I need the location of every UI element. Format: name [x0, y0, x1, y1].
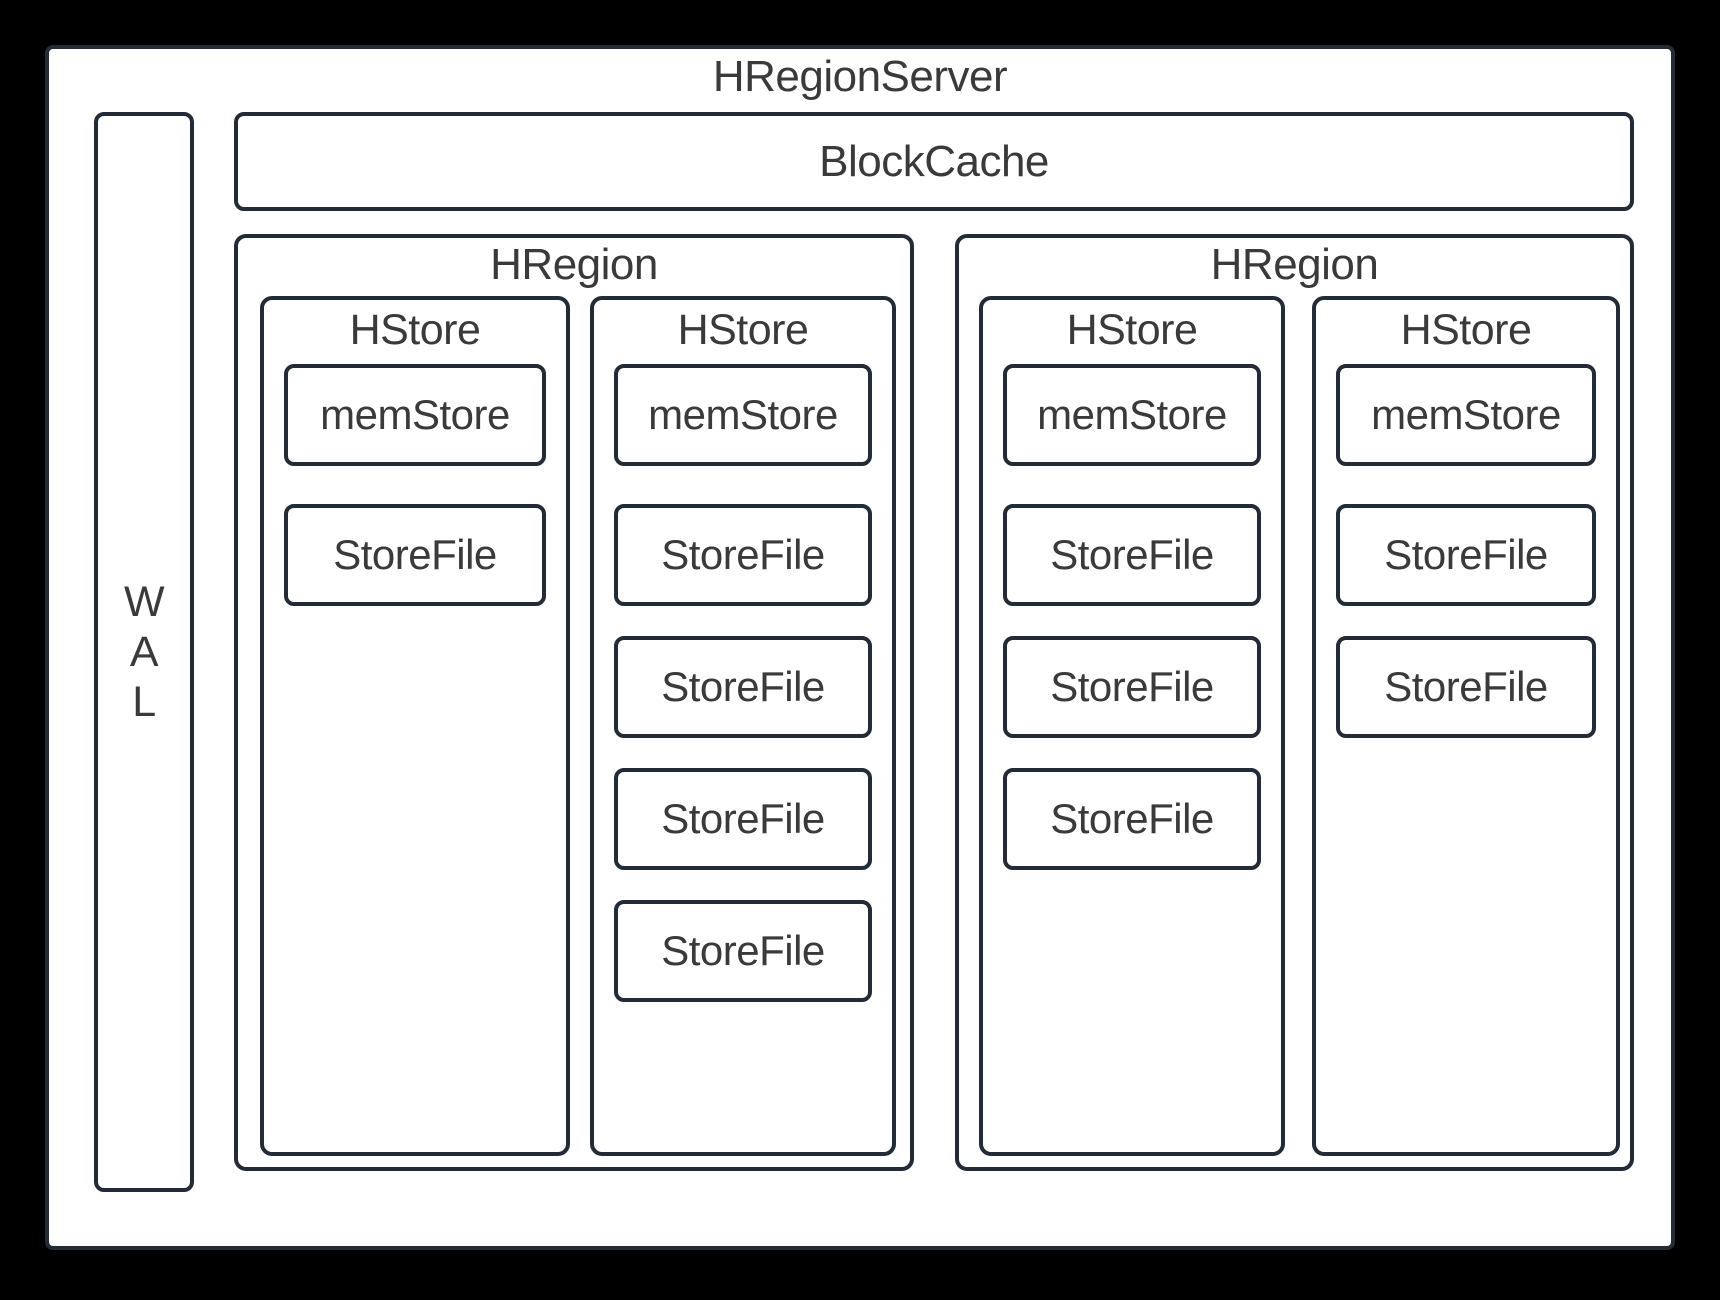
hregion-1-label: HRegion [490, 240, 658, 289]
hstore-box-3: HStore memStore StoreFile StoreFile Stor… [979, 296, 1285, 1156]
wal-letter-w: W [123, 578, 165, 626]
hstore-2-label: HStore [677, 306, 809, 354]
wal-letter-l: L [132, 678, 156, 726]
hregion-box-2: HRegion HStore memStore StoreFile StoreF… [955, 234, 1634, 1171]
storefile-box: StoreFile [1336, 636, 1596, 738]
hstore-box-4: HStore memStore StoreFile StoreFile [1312, 296, 1620, 1156]
hstore-box-2: HStore memStore StoreFile StoreFile Stor… [590, 296, 896, 1156]
storefile-box: StoreFile [1336, 504, 1596, 606]
storefile-box: StoreFile [614, 900, 872, 1002]
storefile-box: StoreFile [614, 636, 872, 738]
hregion-2-label: HRegion [1210, 240, 1379, 289]
wal-letter-a: A [129, 628, 159, 676]
hstore-1-stack: memStore StoreFile [284, 364, 546, 636]
hstore-box-1: HStore memStore StoreFile [260, 296, 570, 1156]
memstore-box: memStore [1003, 364, 1261, 466]
blockcache-box: BlockCache [234, 112, 1634, 211]
hstore-4-stack: memStore StoreFile StoreFile [1336, 364, 1596, 768]
storefile-box: StoreFile [284, 504, 546, 606]
storefile-box: StoreFile [1003, 768, 1261, 870]
blockcache-label: BlockCache [819, 136, 1049, 186]
storefile-box: StoreFile [614, 768, 872, 870]
memstore-box: memStore [284, 364, 546, 466]
memstore-box: memStore [614, 364, 872, 466]
storefile-box: StoreFile [1003, 504, 1261, 606]
hregionserver-box: HRegionServer W A L BlockCache HRegion H… [45, 45, 1675, 1250]
hregion-box-1: HRegion HStore memStore StoreFile HStore… [234, 234, 914, 1171]
hregionserver-title: HRegionServer [712, 52, 1008, 101]
hstore-1-label: HStore [349, 306, 481, 354]
hstore-2-stack: memStore StoreFile StoreFile StoreFile S… [614, 364, 872, 1032]
storefile-box: StoreFile [614, 504, 872, 606]
storefile-box: StoreFile [1003, 636, 1261, 738]
hstore-4-label: HStore [1400, 306, 1532, 354]
hstore-3-stack: memStore StoreFile StoreFile StoreFile [1003, 364, 1261, 900]
wal-box: W A L [94, 112, 194, 1192]
memstore-box: memStore [1336, 364, 1596, 466]
hstore-3-label: HStore [1066, 306, 1198, 354]
